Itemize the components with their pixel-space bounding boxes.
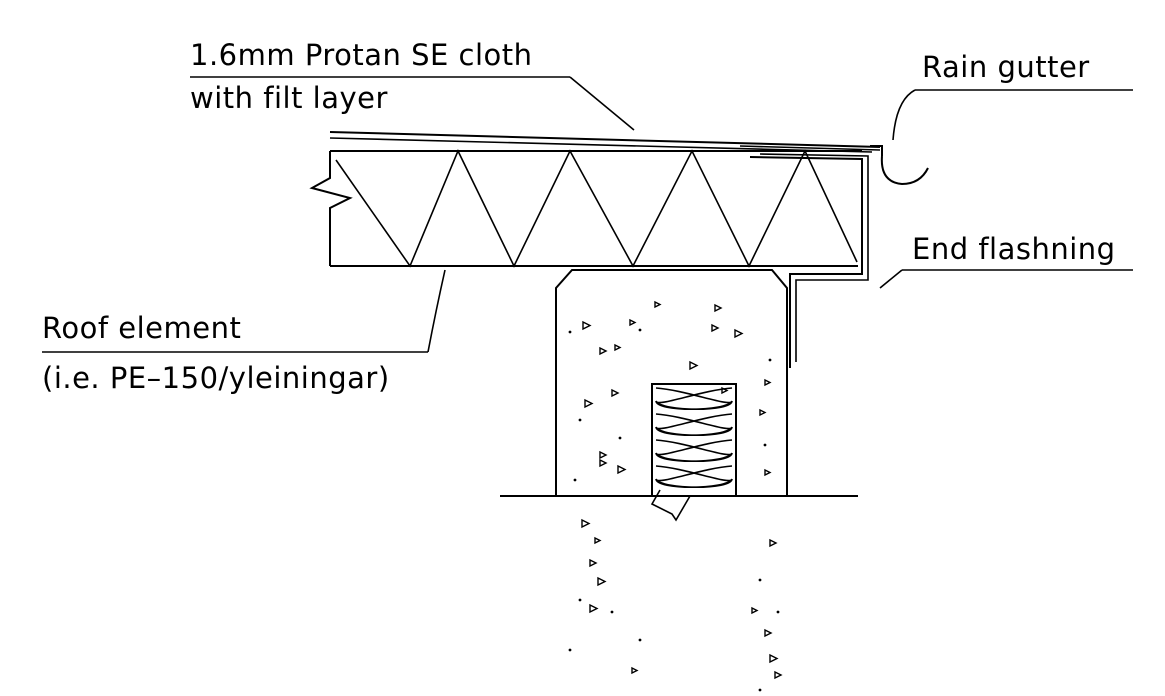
aggregate-triangle	[689, 360, 699, 371]
aggregate-dot	[763, 443, 767, 447]
aggregate-triangle	[597, 576, 607, 587]
aggregate-triangle	[589, 603, 599, 614]
aggregate-dot	[610, 610, 614, 614]
aggregate-triangle	[714, 303, 723, 313]
aggregate-triangle	[764, 468, 772, 477]
aggregate-triangle	[759, 408, 767, 417]
aggregate-dot	[638, 638, 642, 642]
aggregate-triangle	[581, 518, 591, 529]
truss-zigzag	[335, 149, 858, 268]
label-end-flashing: End flashning	[912, 232, 1116, 266]
aggregate-triangle	[629, 318, 637, 327]
aggregate-triangle	[599, 450, 608, 460]
rain-gutter	[870, 145, 929, 186]
aggregate-triangle	[589, 558, 598, 568]
leader-end-flashing-pointer	[879, 269, 903, 289]
aggregate-dot	[758, 688, 762, 692]
label-rain-gutter: Rain gutter	[922, 50, 1090, 84]
aggregate-triangle	[751, 606, 759, 615]
aggregate-triangle	[582, 320, 592, 331]
aggregate-triangle	[599, 458, 608, 468]
label-cloth-line1: 1.6mm Protan SE cloth	[190, 38, 533, 72]
aggregate-dot	[573, 478, 577, 482]
insulation-coil-path	[655, 387, 733, 489]
protan-membrane	[329, 131, 881, 153]
end-flashing	[749, 153, 869, 368]
aggregate-dot	[768, 358, 772, 362]
aggregate-triangle	[774, 670, 783, 680]
aggregate-triangle	[721, 386, 729, 395]
leader-rain-gutter-pointer	[892, 89, 916, 141]
aggregate-dot	[776, 610, 780, 614]
aggregate-dot	[578, 598, 582, 602]
aggregate-triangle	[617, 464, 627, 475]
aggregate-triangle	[594, 536, 602, 545]
wall-insulation	[651, 383, 737, 497]
aggregate-dot	[568, 648, 572, 652]
aggregate-triangle	[611, 388, 620, 398]
leader-lines	[42, 76, 1133, 353]
leader-roof-pointer	[427, 269, 446, 353]
bottom-break-symbol	[650, 489, 691, 522]
break-line	[309, 151, 353, 266]
aggregate-triangle	[654, 300, 662, 309]
aggregate-triangle	[599, 346, 608, 356]
aggregate-dot	[638, 328, 642, 332]
label-roof-line1: Roof element	[42, 311, 241, 345]
aggregate-dot	[568, 330, 572, 334]
aggregate-triangle	[764, 378, 772, 387]
aggregate-dot	[758, 578, 762, 582]
aggregate-triangle	[769, 653, 779, 664]
aggregate-triangle	[711, 323, 720, 333]
label-cloth-line2: with filt layer	[190, 81, 388, 115]
leader-cloth-pointer	[569, 76, 635, 131]
aggregate-triangle	[631, 666, 639, 675]
aggregate-triangle	[734, 328, 744, 339]
aggregate-dot	[578, 418, 582, 422]
roof-element	[309, 149, 862, 268]
aggregate-triangle	[764, 628, 773, 638]
concrete-aggregate	[568, 300, 783, 692]
aggregate-triangle	[769, 538, 778, 548]
aggregate-triangle	[614, 343, 622, 352]
aggregate-triangle	[584, 398, 594, 409]
aggregate-dot	[618, 436, 622, 440]
label-roof-line2: (i.e. PE–150/yleiningar)	[42, 361, 390, 395]
insulation-coils	[655, 387, 733, 489]
